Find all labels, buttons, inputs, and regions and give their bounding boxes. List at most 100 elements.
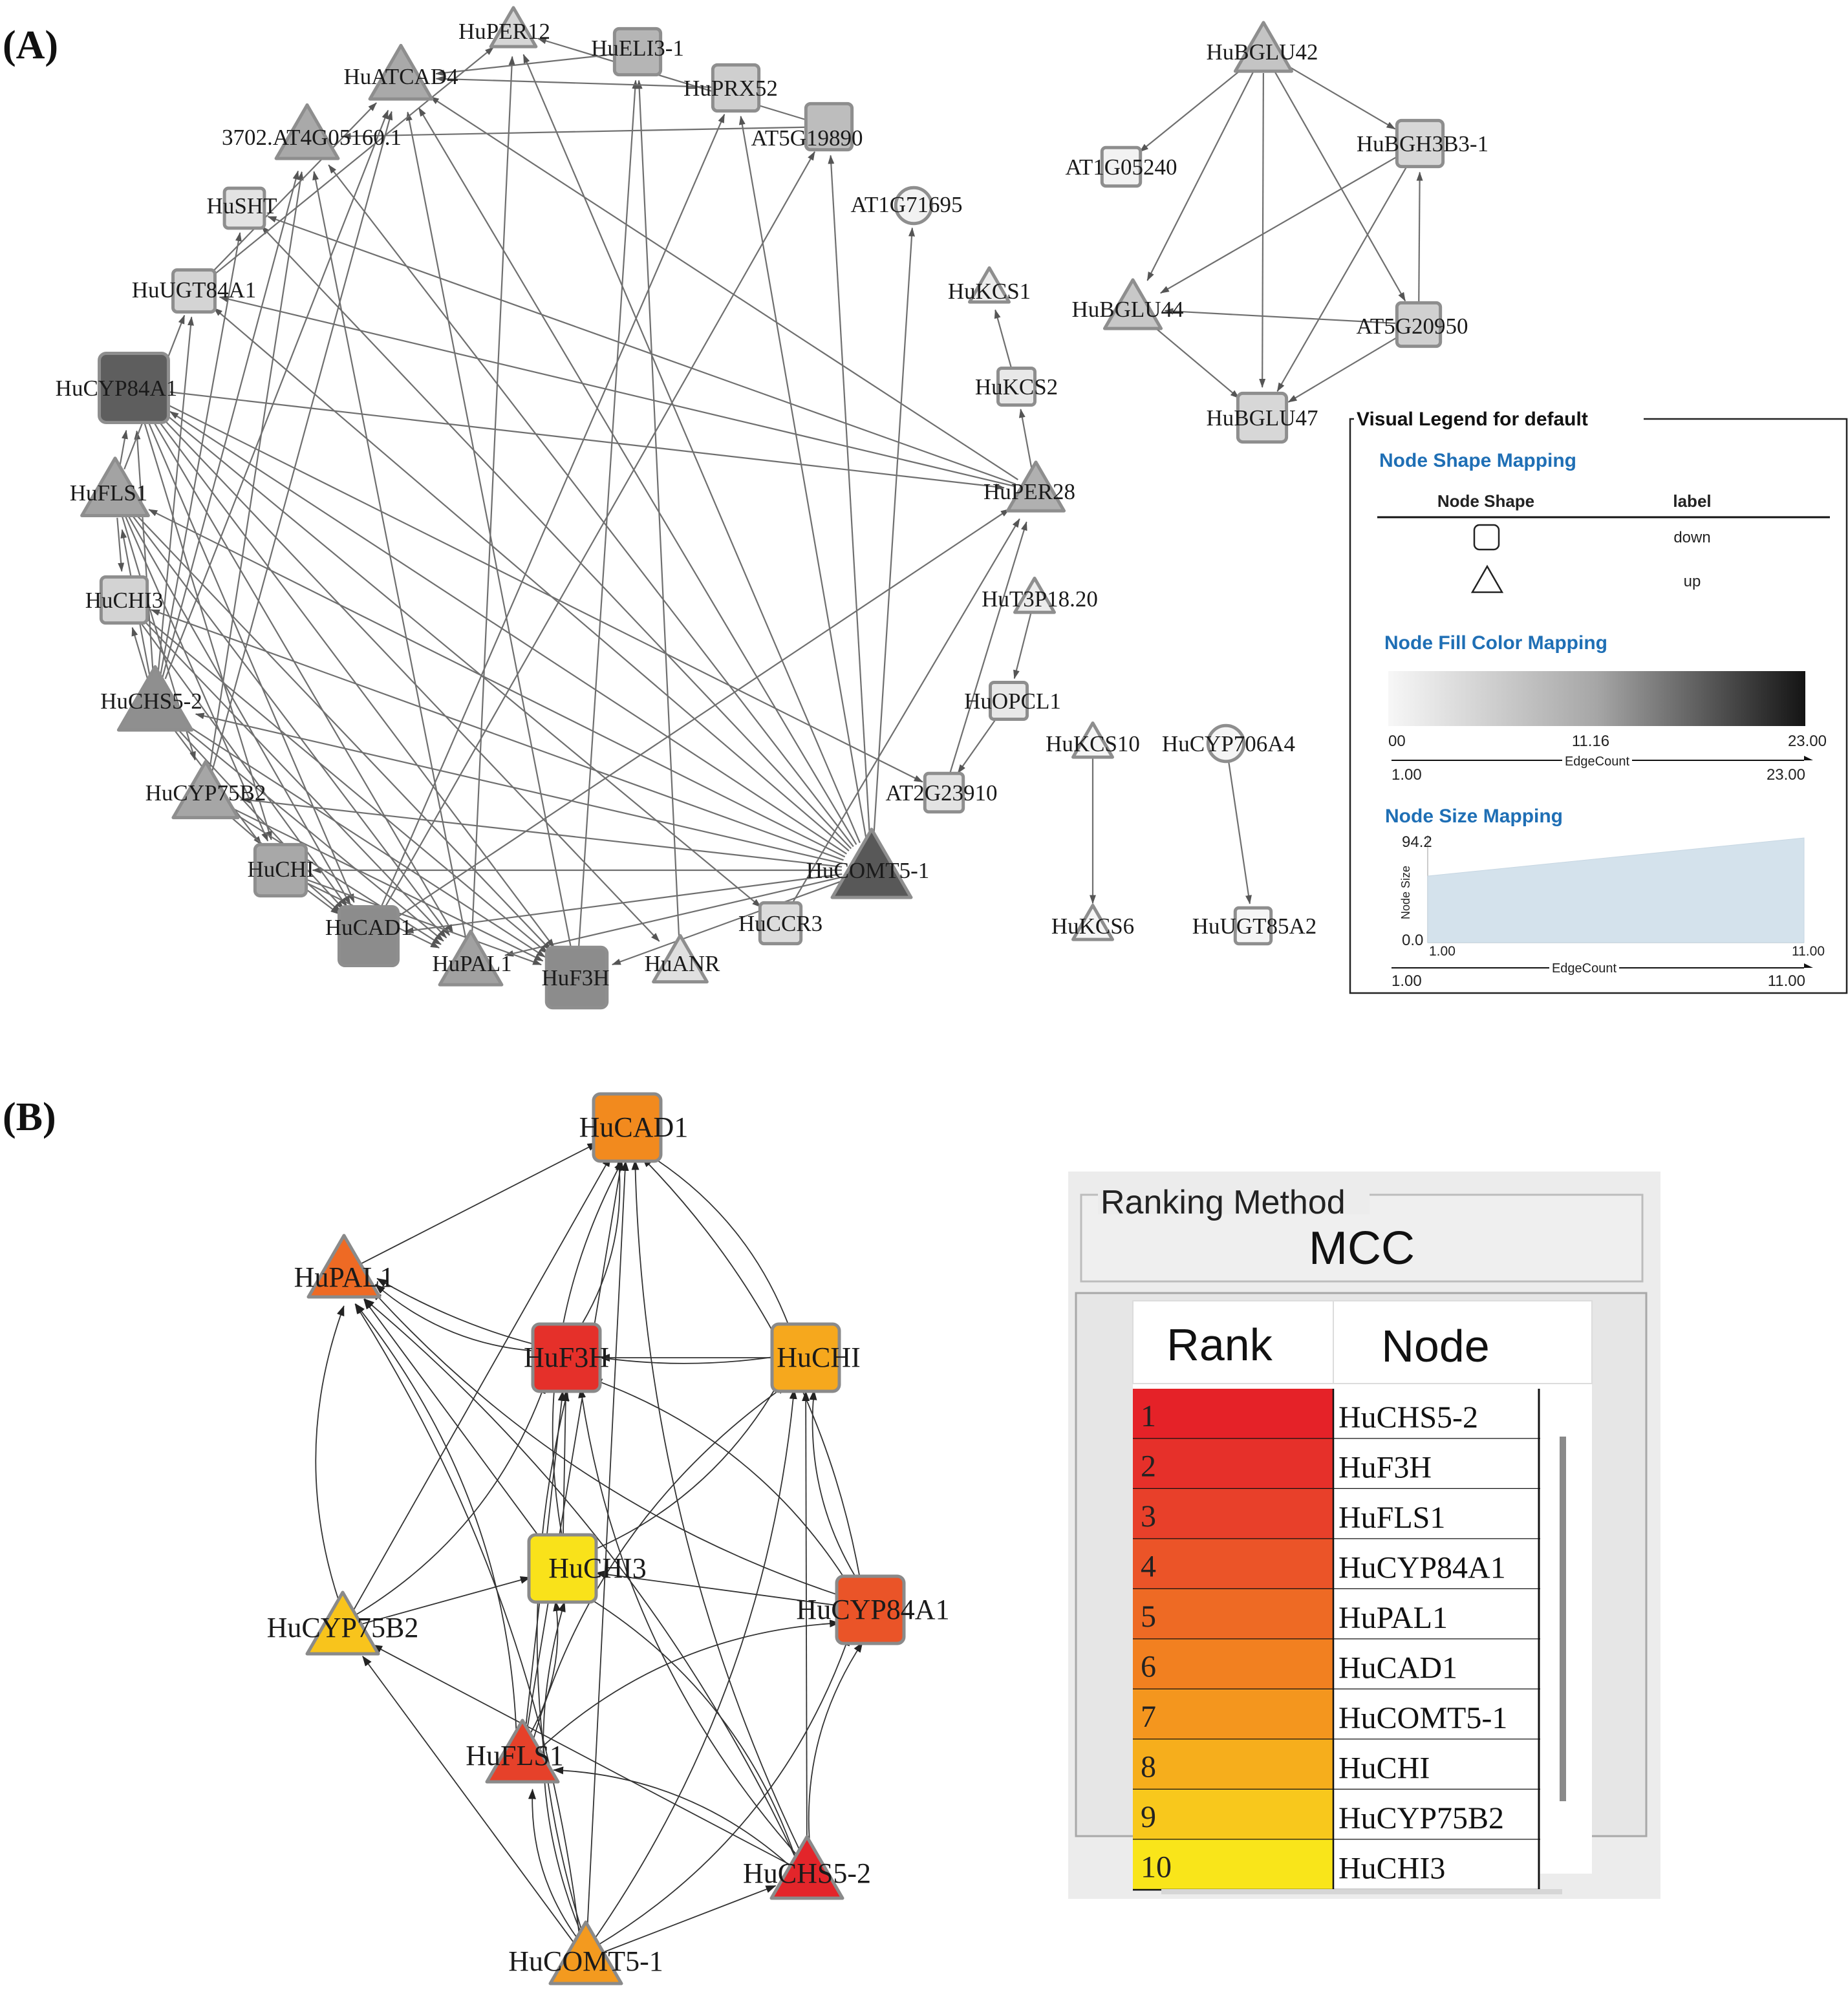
ranking-row-rank: 1 <box>1141 1399 1156 1433</box>
ranking-row-node-cell <box>1333 1489 1540 1539</box>
b-edge-hucomt5-1-to-huchi <box>591 1388 797 1944</box>
edge-at5g19890-to-3702-at4g05160-1 <box>341 126 810 140</box>
a-node-hut3p18-20[interactable]: HuT3P18.20 <box>982 576 1098 614</box>
a-node-label-hukcs2: HuKCS2 <box>975 374 1058 400</box>
a-node-huper12[interactable]: HuPER12 <box>458 6 550 48</box>
b-node-huchi[interactable]: HuCHI <box>770 1322 861 1393</box>
edge-huugt84a1-to-huatcad4 <box>206 102 377 279</box>
a-node-at1g05240[interactable]: AT1G05240 <box>1065 145 1177 188</box>
a-node-hukcs2[interactable]: HuKCS2 <box>975 366 1058 407</box>
a-node-shape-at5g20950 <box>1395 301 1443 348</box>
a-node-huper28[interactable]: HuPER28 <box>983 460 1075 513</box>
a-node-huugt85a2[interactable]: HuUGT85A2 <box>1192 906 1316 946</box>
a-node-huatcad4[interactable]: HuATCAD4 <box>344 43 458 101</box>
b-edge-hufls1-to-hucyp84a1 <box>537 1620 841 1751</box>
edge-hubglu42-to-at1g05240 <box>1139 64 1248 153</box>
a-node-huopcl1[interactable]: HuOPCL1 <box>964 680 1061 722</box>
a-node-label-hubglu44: HuBGLU44 <box>1071 297 1183 322</box>
a-node-3702-at4g05160-1[interactable]: 3702.AT4G05160.1 <box>222 103 402 160</box>
a-node-hucyp75b2[interactable]: HuCYP75B2 <box>145 760 266 820</box>
a-node-hukcs10[interactable]: HuKCS10 <box>1046 721 1140 759</box>
a-node-at2g23910[interactable]: AT2G23910 <box>885 771 998 814</box>
a-node-hukcs1[interactable]: HuKCS1 <box>948 266 1031 304</box>
a-node-hubglu44[interactable]: HuBGLU44 <box>1071 278 1184 330</box>
b-node-huchs5-2[interactable]: HuCHS5-2 <box>743 1835 871 1900</box>
a-node-shape-hut3p18-20 <box>1013 576 1056 614</box>
ranking-row-rank: 10 <box>1141 1850 1172 1885</box>
a-node-hucyp706a4[interactable]: HuCYP706A4 <box>1162 723 1295 764</box>
a-node-at5g19890[interactable]: AT5G19890 <box>751 102 863 152</box>
a-node-hubgh3b3-1[interactable]: HuBGH3B3-1 <box>1357 118 1488 169</box>
legend-fill-axis-arrow <box>1804 756 1813 760</box>
a-node-huchi[interactable]: HuCHI <box>247 842 314 898</box>
edge-hucyp75b2-to-huf3h <box>227 805 544 962</box>
a-node-hupal1[interactable]: HuPAL1 <box>432 929 512 987</box>
ranking-hscrollbar[interactable] <box>1161 1889 1562 1894</box>
b-node-hupal1[interactable]: HuPAL1 <box>294 1234 394 1299</box>
a-node-huf3h[interactable]: HuF3H <box>541 945 610 1010</box>
b-edge-hufls1-to-hupal1 <box>355 1303 517 1742</box>
b-edge-hucyp75b2-to-hucad1 <box>350 1156 612 1615</box>
a-node-huchi3[interactable]: HuCHI3 <box>85 575 164 625</box>
a-node-huanr[interactable]: HuANR <box>645 934 720 984</box>
a-node-at5g20950[interactable]: AT5G20950 <box>1356 301 1468 348</box>
a-node-label-huugt84a1: HuUGT84A1 <box>132 277 256 303</box>
b-node-huchi3[interactable]: HuCHI3 <box>527 1533 647 1604</box>
a-node-husht[interactable]: HuSHT <box>207 186 277 230</box>
a-node-label-hut3p18-20: HuT3P18.20 <box>982 586 1098 612</box>
a-node-label-hucomt5-1: HuCOMT5-1 <box>806 858 930 883</box>
a-node-shape-at1g71695 <box>894 186 934 226</box>
a-node-hubglu42[interactable]: HuBGLU42 <box>1206 21 1318 73</box>
edge-hucyp75b2-to-3702-at4g05160-1 <box>208 171 304 771</box>
b-node-huf3h[interactable]: HuF3H <box>524 1322 609 1393</box>
a-node-hucomt5-1[interactable]: HuCOMT5-1 <box>806 828 930 899</box>
edge-huchs5-2-to-husht <box>159 232 242 678</box>
edge-hucyp84a1-to-hucad1 <box>144 414 355 903</box>
a-node-shape-huugt84a1 <box>171 268 217 314</box>
b-node-hufls1[interactable]: HuFLS1 <box>466 1718 564 1784</box>
b-node-hucyp75b2[interactable]: HuCYP75B2 <box>267 1590 419 1656</box>
visual-legend: Visual Legend for default Node Shape Map… <box>1349 407 1848 994</box>
a-node-huccr3[interactable]: HuCCR3 <box>738 901 822 946</box>
a-node-hucyp84a1[interactable]: HuCYP84A1 <box>56 352 178 424</box>
a-node-shape-huanr <box>652 934 709 984</box>
a-node-shape-hukcs1 <box>968 266 1011 304</box>
a-node-hukcs6[interactable]: HuKCS6 <box>1051 903 1134 941</box>
ranking-scrollbar[interactable] <box>1560 1437 1566 1801</box>
b-node-hucad1[interactable]: HuCAD1 <box>579 1092 689 1163</box>
a-node-hueli3-1[interactable]: HuELI3-1 <box>591 27 684 77</box>
a-node-hucad1[interactable]: HuCAD1 <box>325 904 412 968</box>
edge-huchs5-2-to-3702-at4g05160-1 <box>162 170 299 678</box>
a-node-hufls1[interactable]: HuFLS1 <box>70 456 150 518</box>
b-node-hucomt5-1[interactable]: HuCOMT5-1 <box>508 1920 663 1985</box>
legend-fill-axis-label-backdrop <box>1562 753 1632 769</box>
edge-hucyp706a4-to-huugt85a2 <box>1227 758 1252 904</box>
ranking-row-color <box>1133 1389 1333 1439</box>
b-edge-hucyp75b2-to-huchi3 <box>358 1576 531 1625</box>
ranking-row-rank: 9 <box>1141 1800 1156 1834</box>
a-node-shape-hukcs6 <box>1071 903 1114 941</box>
a-node-shape-at5g19890 <box>804 102 854 152</box>
a-node-shape-hubglu44 <box>1102 278 1163 330</box>
b-edge-hufls1-to-huchi <box>532 1384 787 1744</box>
a-node-huprx52[interactable]: HuPRX52 <box>683 63 778 113</box>
a-node-huugt84a1[interactable]: HuUGT84A1 <box>132 268 256 314</box>
a-node-at1g71695[interactable]: AT1G71695 <box>850 186 963 226</box>
legend-shape-section: Node Shape Mapping <box>1379 450 1576 471</box>
b-node-hucyp84a1[interactable]: HuCYP84A1 <box>796 1574 950 1645</box>
a-node-hubglu47[interactable]: HuBGLU47 <box>1206 391 1318 444</box>
a-node-huchs5-2[interactable]: HuCHS5-2 <box>100 665 202 732</box>
